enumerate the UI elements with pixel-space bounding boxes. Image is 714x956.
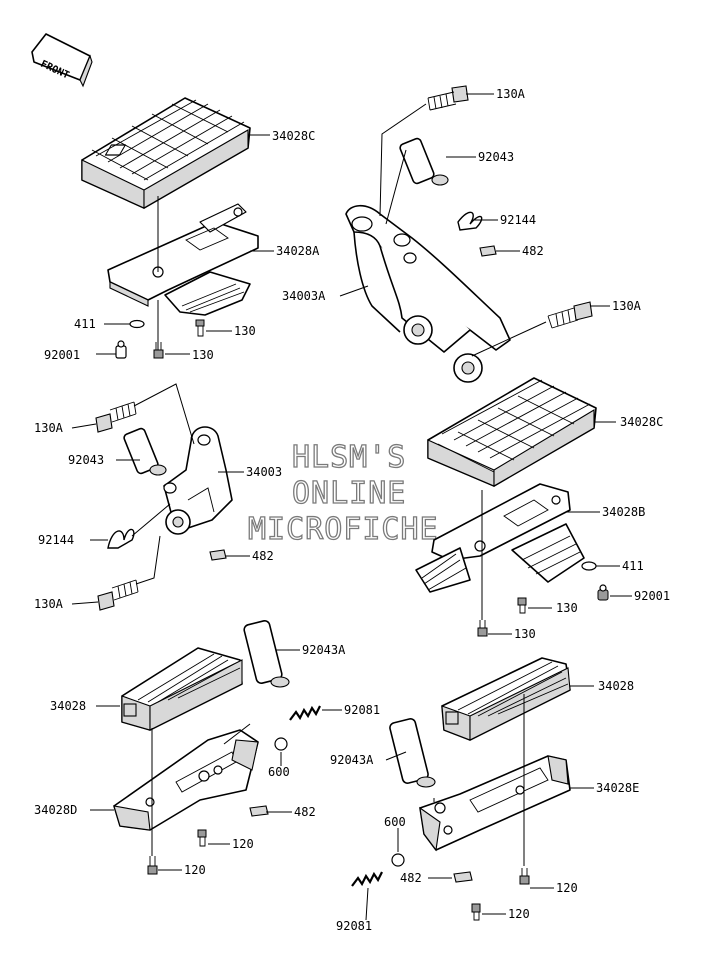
bolt-130a-low: [97, 579, 139, 611]
label-bolt-a: 130: [556, 601, 578, 615]
label-bolt-top: 130A: [496, 87, 526, 101]
retaining-clip: [453, 871, 473, 883]
label-pin: 92043A: [330, 753, 374, 767]
label-bolt-a: 120: [232, 837, 254, 851]
pivot-pin: [389, 718, 436, 788]
label-bracket: 34028D: [34, 803, 77, 817]
label-pad: 34028: [598, 679, 634, 693]
return-spring: [457, 211, 483, 231]
label-bracket: 34003A: [282, 289, 326, 303]
hanger-bracket: [163, 426, 233, 535]
detent-ball: [274, 737, 288, 751]
bolt-130-lower: [477, 620, 488, 637]
label-bracket: 34003: [246, 465, 282, 479]
label-pad: 34028: [50, 699, 86, 713]
pivot-pin: [243, 620, 290, 688]
hanger-bracket: [345, 204, 511, 383]
label-pin: 92043A: [302, 643, 346, 657]
footpeg-rubber-pad: [81, 97, 251, 209]
grease-fitting: [597, 584, 609, 601]
label-fitting: 92001: [44, 348, 80, 362]
front-direction-arrow: FRONT: [31, 33, 93, 88]
label-spring: 92144: [500, 213, 536, 227]
grease-fitting: [115, 340, 127, 359]
footpeg-bracket: [415, 483, 585, 593]
label-bracket: 34028A: [276, 244, 320, 258]
label-clip: 482: [400, 871, 422, 885]
watermark-line-1: HLSM'S: [292, 440, 406, 475]
bolt-120: [197, 829, 207, 847]
group-lower-left: 92043A 34028 92081 600 34028D 482 120 12…: [34, 620, 380, 877]
label-ball: 600: [384, 815, 406, 829]
label-bolt-a: 130: [234, 324, 256, 338]
bolt-130a-top: [427, 85, 469, 111]
watermark-line-3: MICROFICHE: [248, 512, 439, 547]
bolt-130a-low: [547, 301, 593, 329]
bolt-130: [195, 319, 205, 337]
return-spring: [107, 528, 135, 549]
group-lower-right: 34028 92043A 34028E 600 482 120 92081 12…: [330, 657, 639, 933]
label-bolt-b: 130: [192, 348, 214, 362]
label-pin-clip: 411: [622, 559, 644, 573]
label-ball: 600: [268, 765, 290, 779]
label-clip: 482: [252, 549, 274, 563]
label-bolt-a: 120: [556, 881, 578, 895]
footpeg-bracket: [107, 203, 259, 316]
label-pad: 34028C: [620, 415, 663, 429]
retaining-clip: [249, 805, 269, 817]
label-pin-clip: 411: [74, 317, 96, 331]
label-pad: 34028C: [272, 129, 315, 143]
group-middle-right: 34028C 34028B 411 92001 130 130: [415, 377, 670, 641]
label-bracket: 34028B: [602, 505, 645, 519]
pin-clip: [129, 319, 145, 329]
pin-clip: [581, 561, 597, 571]
detent-spring: [351, 871, 383, 887]
label-bracket: 34028E: [596, 781, 639, 795]
watermark: HLSM'S ONLINE MICROFICHE: [247, 439, 439, 547]
bolt-130a-top: [95, 401, 137, 433]
detent-ball: [391, 853, 405, 867]
detent-spring: [289, 705, 321, 721]
label-spring: 92081: [336, 919, 372, 933]
pivot-pin: [123, 427, 167, 476]
group-upper-left: 34028C 34028A 411 130 130 92001: [44, 97, 320, 362]
footpeg-bracket: [113, 729, 259, 831]
bolt-120-lower: [147, 856, 158, 875]
watermark-line-2: ONLINE: [292, 476, 406, 511]
label-spring: 92081: [344, 703, 380, 717]
label-pin: 92043: [478, 150, 514, 164]
label-bolt-low: 130A: [34, 597, 64, 611]
retaining-clip: [479, 245, 497, 257]
label-clip: 482: [294, 805, 316, 819]
label-clip: 482: [522, 244, 544, 258]
label-pin: 92043: [68, 453, 104, 467]
label-bolt-b: 120: [508, 907, 530, 921]
label-fitting: 92001: [634, 589, 670, 603]
label-bolt-b: 130: [514, 627, 536, 641]
group-upper-right: 130A 92043 92144 482 34003A 130A: [282, 85, 642, 383]
bolt-130: [517, 597, 527, 614]
group-middle-left: 130A 92043 34003 92144 482 130A: [34, 383, 282, 611]
label-spring: 92144: [38, 533, 74, 547]
retaining-clip: [209, 549, 227, 561]
footpeg-rubber-pad: [427, 377, 597, 487]
label-bolt-low: 130A: [612, 299, 642, 313]
footpeg-rubber-pad: [441, 657, 571, 741]
footpeg-rubber-pad: [121, 647, 243, 731]
footpeg-bracket: [419, 755, 571, 852]
label-bolt-top: 130A: [34, 421, 64, 435]
pivot-pin: [399, 137, 449, 186]
label-bolt-b: 120: [184, 863, 206, 877]
bolt-120-lower: [471, 903, 481, 921]
bolt-120: [519, 868, 530, 885]
